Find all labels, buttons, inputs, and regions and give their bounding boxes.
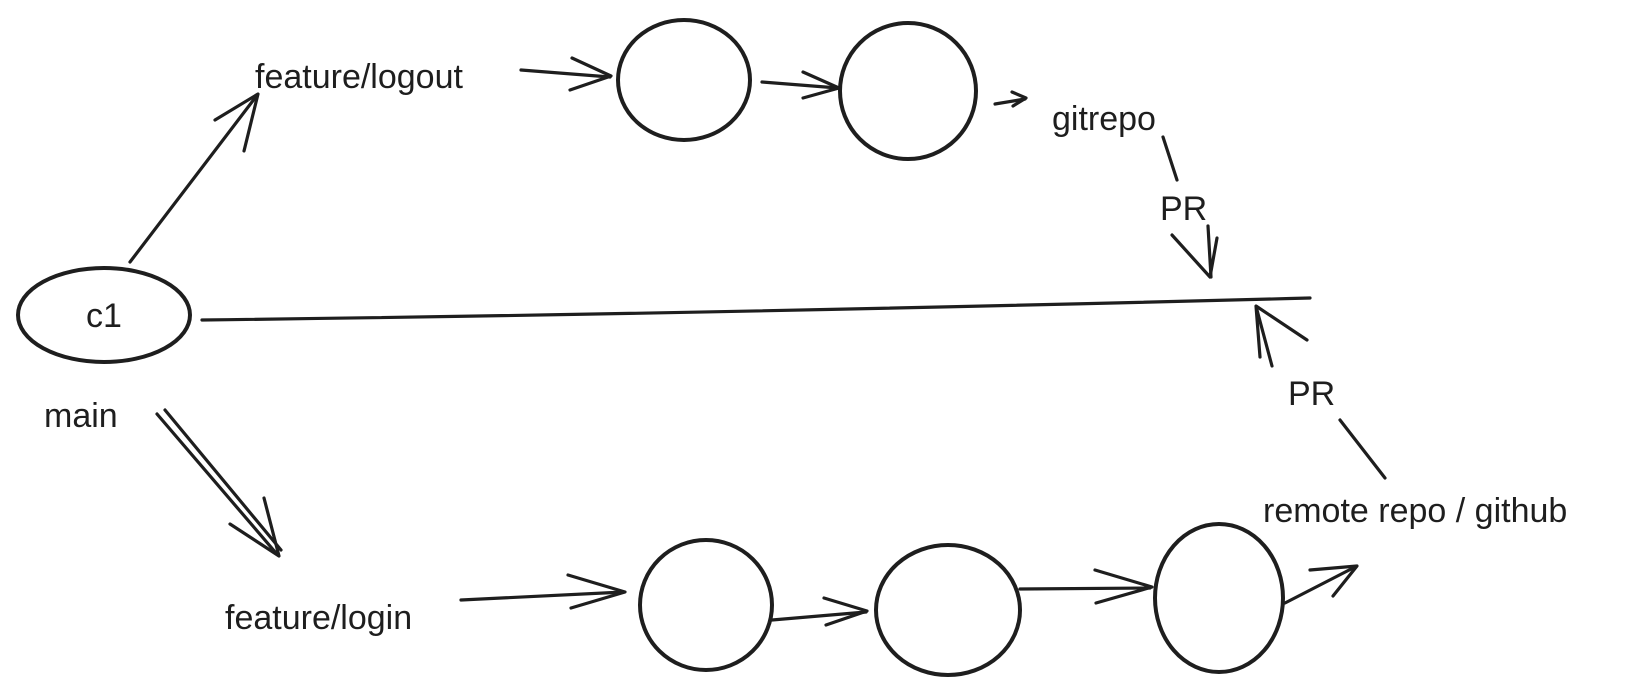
login-arrow-3-head	[1093, 568, 1154, 605]
logout-commit-1	[616, 18, 752, 142]
feature-login-label: feature/login	[225, 599, 412, 637]
logout-commit-2	[838, 21, 978, 161]
login-commit-2	[874, 543, 1022, 677]
pr-gitrepo-line-top	[1161, 135, 1179, 182]
login-arrow-1-head	[566, 573, 627, 610]
logout-arrow-1-head	[568, 56, 613, 92]
feature-logout-label: feature/logout	[255, 58, 463, 96]
arrow-to-logout-head	[213, 92, 260, 153]
pr-gitrepo-head	[1170, 233, 1219, 279]
login-arrow-3	[1018, 586, 1152, 591]
commit-c1	[16, 266, 192, 364]
gitrepo-label: gitrepo	[1052, 100, 1156, 138]
logout-arrow-1	[519, 68, 612, 79]
login-commit-3	[1153, 522, 1285, 674]
arrow-to-login-head	[228, 496, 281, 558]
login-commit-1	[638, 538, 774, 672]
pr-remote-line-bottom	[1338, 418, 1387, 480]
logout-arrow-2	[760, 80, 840, 90]
login-arrow-2-head	[822, 596, 869, 627]
main-branch-label: main	[44, 397, 118, 435]
login-arrow-4	[1283, 565, 1357, 605]
logout-arrow-3-head	[1010, 90, 1028, 108]
pr-remote-label: PR	[1288, 375, 1335, 413]
login-arrow-1	[459, 590, 626, 602]
pr-remote-line-top	[1255, 308, 1274, 368]
arrow-to-login	[155, 412, 278, 555]
arrow-to-logout	[128, 96, 257, 264]
login-arrow-2	[770, 610, 868, 622]
arrow-to-login-double	[163, 408, 283, 552]
remote-repo-label: remote repo / github	[1263, 492, 1567, 530]
pr-gitrepo-label: PR	[1160, 190, 1207, 228]
login-arrow-4-head	[1308, 564, 1359, 598]
pr-remote-head	[1254, 304, 1309, 359]
commit-c1-label: c1	[86, 297, 122, 335]
main-branch-line	[200, 296, 1312, 322]
